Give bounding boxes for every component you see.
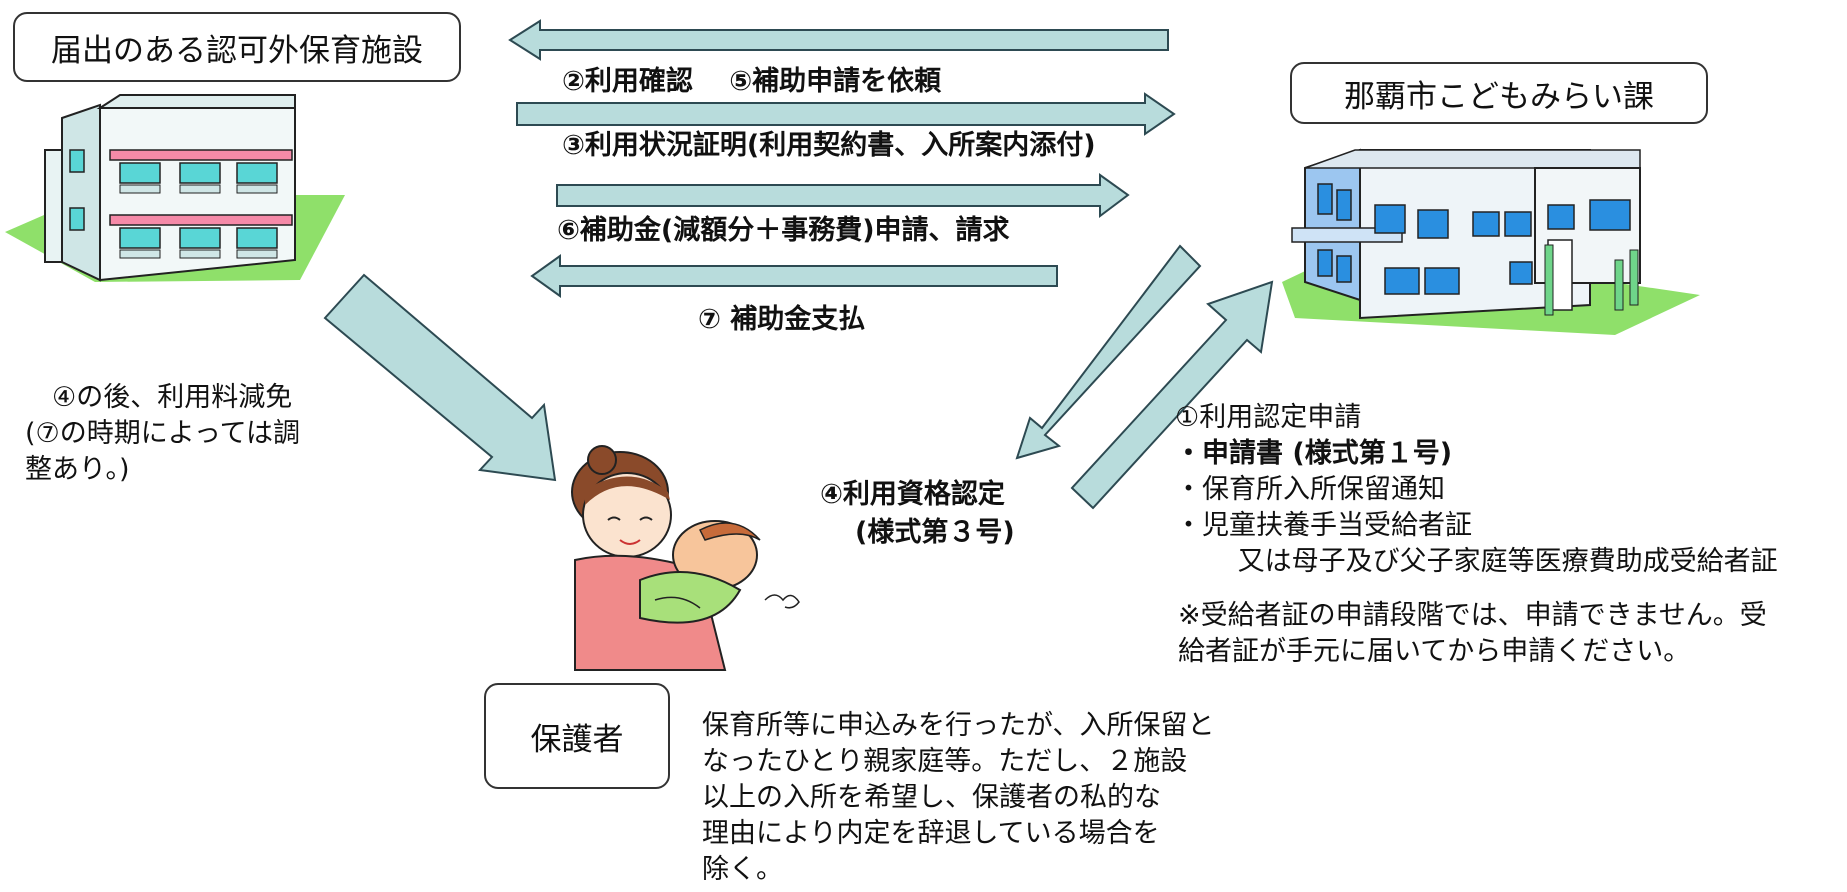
city-title: 那覇市こどもみらい課 xyxy=(1344,78,1654,115)
left-note: ④の後、利用料減免 (⑦の時期によっては調 整あり。) xyxy=(25,380,300,488)
guardian-title: 保護者 xyxy=(530,721,624,758)
arrow-step6-left xyxy=(530,254,1058,298)
city-title-box: 那覇市こどもみらい課 xyxy=(1290,62,1708,124)
application-item: ・申請書 (様式第１号) xyxy=(1175,438,1453,469)
left-note-line: (⑦の時期によっては調 xyxy=(25,418,301,449)
left-note-line: ④の後、利用料減免 xyxy=(25,382,293,413)
flow-label-step3: ③利用状況証明(利用契約書、入所案内添付) xyxy=(562,130,1096,161)
mother-baby-illustration xyxy=(571,445,800,671)
arrow-step3-right xyxy=(556,173,1130,218)
application-heading: ①利用認定申請 xyxy=(1175,402,1362,433)
application-item: 又は母子及び父子家庭等医療費助成受給者証 xyxy=(1175,546,1778,577)
arrow-city-to-guardian xyxy=(1015,244,1202,460)
facility-building-illustration xyxy=(5,94,345,282)
arrow-step1-left xyxy=(508,19,1169,61)
arrow-facility-to-guardian xyxy=(323,273,557,482)
certification-form: (様式第３号) xyxy=(855,517,1015,548)
certification-label: ④利用資格認定 xyxy=(820,479,1005,510)
arrow-guardian-to-city xyxy=(1070,280,1274,510)
left-note-line: 整あり。) xyxy=(25,454,130,485)
application-list: ①利用認定申請 ・申請書 (様式第１号) ・保育所入所保留通知 ・児童扶養手当受… xyxy=(1175,400,1778,580)
guardian-note-line: 理由により内定を辞退している場合を xyxy=(702,818,1160,849)
guardian-note-line: 以上の入所を希望し、保護者の私的な xyxy=(702,782,1161,813)
city-building-illustration xyxy=(1282,148,1700,335)
flow-label-step6: ⑥補助金(減額分＋事務費)申請、請求 xyxy=(557,215,1010,246)
facility-title-box: 届出のある認可外保育施設 xyxy=(13,12,461,82)
guardian-note-line: 除く。 xyxy=(702,854,783,885)
application-item: ・保育所入所保留通知 xyxy=(1175,474,1445,505)
application-item: ・児童扶養手当受給者証 xyxy=(1175,510,1472,541)
flow-label-step2-5: ②利用確認 ⑤補助申請を依頼 xyxy=(562,66,942,97)
facility-title: 届出のある認可外保育施設 xyxy=(51,32,423,69)
flow-label-step7: ⑦ 補助金支払 xyxy=(698,304,866,335)
guardian-note-line: なったひとり親家庭等。ただし、２施設 xyxy=(702,746,1188,777)
application-warning-line: ※受給者証の申請段階では、申請できません。受 xyxy=(1178,600,1767,631)
guardian-title-box: 保護者 xyxy=(484,683,670,789)
guardian-note: 保育所等に申込みを行ったが、入所保留と なったひとり親家庭等。ただし、２施設 以… xyxy=(702,708,1214,888)
arrow-step2-right xyxy=(516,92,1176,136)
guardian-note-line: 保育所等に申込みを行ったが、入所保留と xyxy=(702,710,1215,741)
application-warning: ※受給者証の申請段階では、申請できません。受 給者証が手元に届いてから申請くださ… xyxy=(1178,598,1767,670)
application-warning-line: 給者証が手元に届いてから申請ください。 xyxy=(1178,636,1691,667)
